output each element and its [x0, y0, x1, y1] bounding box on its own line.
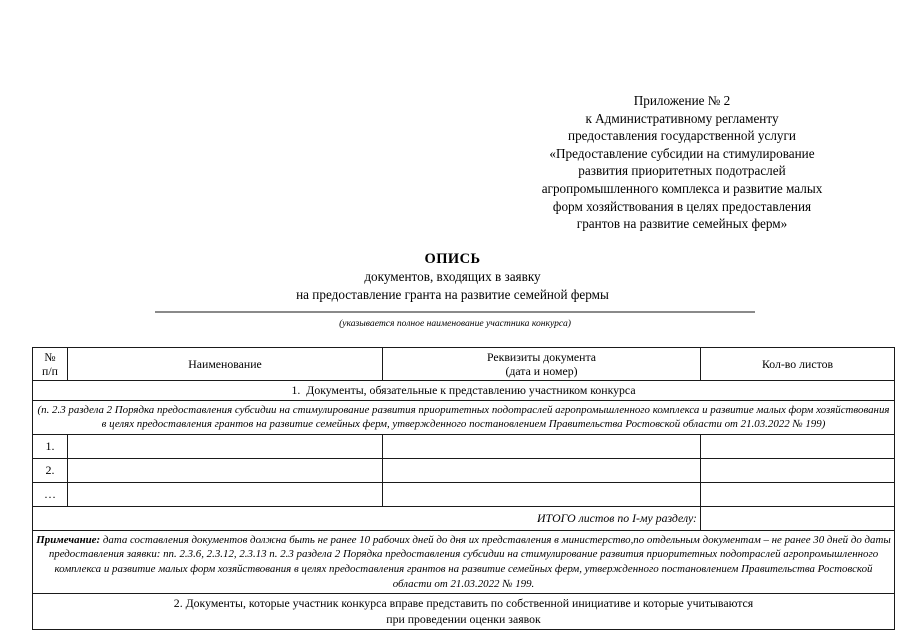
section2-heading-line-2: при проведении оценки заявок: [386, 611, 541, 626]
section1-note-row: (п. 2.3 раздела 2 Порядка предоставления…: [32, 400, 895, 435]
row-number: 2.: [32, 457, 68, 483]
appendix-line-5: развития приоритетных подотраслей: [578, 163, 786, 179]
row-sheets-input[interactable]: [700, 457, 895, 483]
row-requisites-input[interactable]: [382, 433, 701, 459]
row-number: …: [32, 481, 68, 507]
section2-heading-line-1: 2. Документы, которые участник конкурса …: [173, 596, 754, 611]
appendix-line-2: к Административному регламенту: [585, 110, 779, 126]
section1-note-cell: (п. 2.3 раздела 2 Порядка предоставления…: [32, 400, 895, 435]
table-row: 2.: [32, 457, 895, 483]
appendix-line-4: «Предоставление субсидии на стимулирован…: [549, 145, 815, 161]
section2-heading-cell: 2. Документы, которые участник конкурса …: [32, 593, 895, 631]
column-header-number-line2: п/п: [42, 364, 58, 378]
remark-cell: Примечание: дата составления документов …: [32, 529, 895, 595]
document-title-block: ОПИСЬ документов, входящих в заявку на п…: [0, 250, 905, 304]
row-requisites-input[interactable]: [382, 457, 701, 483]
inventory-table: № п/п Наименование Реквизиты документа (…: [32, 347, 895, 631]
section2-heading-row: 2. Документы, которые участник конкурса …: [32, 593, 895, 631]
row-number: 1.: [32, 433, 68, 459]
column-header-name-line1: Наименование: [188, 357, 262, 371]
section1-total-row: ИТОГО листов по I-му разделу:: [32, 505, 895, 531]
appendix-line-1: Приложение № 2: [633, 93, 731, 108]
page-title: ОПИСЬ: [424, 251, 481, 267]
row-name-input[interactable]: [67, 457, 383, 483]
table-row: …: [32, 481, 895, 507]
participant-name-caption: (указывается полное наименование участни…: [339, 318, 571, 329]
remark-label: Примечание:: [36, 533, 101, 546]
appendix-reference-block: Приложение № 2 к Административному регла…: [472, 92, 892, 233]
row-name-input[interactable]: [67, 481, 383, 507]
page-subtitle-line-1: документов, входящих в заявку: [364, 269, 541, 284]
appendix-line-6: агропромышленного комплекса и развитие м…: [541, 180, 823, 196]
section1-heading-row: 1. Документы, обязательные к представлени…: [32, 380, 895, 401]
section1-total-label: ИТОГО листов по I-му разделу:: [32, 505, 701, 531]
column-header-requisites-line2: (дата и номер): [505, 364, 578, 378]
section1-total-value-input[interactable]: [700, 505, 895, 531]
appendix-line-8: грантов на развитие семейных ферм»: [576, 216, 788, 232]
column-header-requisites-line1: Реквизиты документа: [486, 350, 597, 364]
remark-text: дата составления документов должна быть …: [48, 533, 891, 590]
participant-name-rule: [155, 311, 755, 313]
column-header-requisites: Реквизиты документа (дата и номер): [382, 347, 701, 381]
row-name-input[interactable]: [67, 433, 383, 459]
column-header-number: № п/п: [32, 347, 68, 381]
appendix-line-7: форм хозяйствования в целях предоставлен…: [552, 198, 812, 214]
remark-row: Примечание: дата составления документов …: [32, 529, 895, 595]
row-sheets-input[interactable]: [700, 481, 895, 507]
section1-number: 1.: [291, 383, 301, 397]
appendix-line-3: предоставления государственной услуги: [568, 128, 796, 144]
section1-heading-text: Документы, обязательные к представлению …: [306, 383, 636, 397]
row-sheets-input[interactable]: [700, 433, 895, 459]
table-row: 1.: [32, 433, 895, 459]
column-header-name: Наименование: [67, 347, 383, 381]
table-header-row: № п/п Наименование Реквизиты документа (…: [32, 347, 895, 381]
section1-heading-cell: 1. Документы, обязательные к представлени…: [32, 380, 895, 401]
column-header-sheets: Кол-во листов: [700, 347, 895, 381]
column-header-sheets-line1: Кол-во листов: [761, 357, 834, 371]
column-header-number-line1: №: [44, 350, 56, 364]
row-requisites-input[interactable]: [382, 481, 701, 507]
page-subtitle-line-2: на предоставление гранта на развитие сем…: [296, 287, 609, 302]
